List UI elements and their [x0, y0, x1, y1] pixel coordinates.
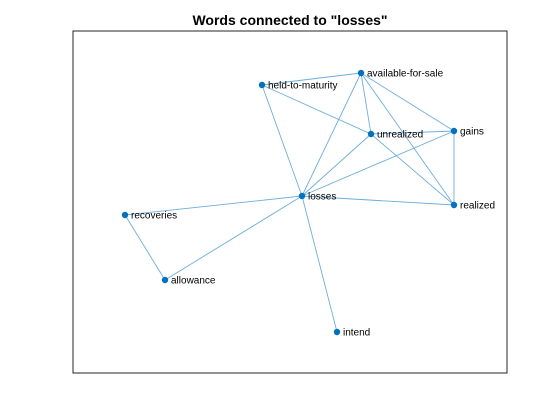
edge-losses-recoveries — [124, 195, 303, 216]
node-held-to-maturity — [258, 81, 266, 89]
edge-losses-gains — [301, 130, 455, 197]
edge-available-for-sale-gains — [360, 72, 455, 132]
edge-unrealized-realized — [370, 133, 455, 206]
nodes-layer — [121, 69, 458, 336]
node-losses — [298, 192, 306, 200]
node-label-intend: intend — [343, 328, 370, 339]
edge-losses-available-for-sale — [301, 72, 362, 197]
node-label-recoveries: recoveries — [131, 211, 177, 222]
edges-layer — [124, 72, 455, 333]
node-label-losses: losses — [308, 192, 336, 203]
edge-available-for-sale-unrealized — [360, 72, 372, 135]
edge-losses-realized — [301, 195, 455, 206]
labels-layer: losses held-to-maturity available-for-sale… — [131, 69, 495, 339]
edge-held-to-maturity-available-for-sale — [261, 72, 362, 86]
node-intend — [333, 328, 341, 336]
edge-losses-allowance — [164, 195, 303, 281]
edge-losses-intend — [301, 195, 338, 333]
node-label-held-to-maturity: held-to-maturity — [268, 81, 337, 92]
plot-area — [72, 30, 508, 374]
node-allowance — [161, 276, 169, 284]
node-label-available-for-sale: available-for-sale — [367, 69, 444, 80]
edge-available-for-sale-realized — [360, 72, 455, 206]
node-recoveries — [121, 211, 129, 219]
edge-losses-unrealized — [301, 133, 372, 197]
edge-unrealized-gains — [370, 130, 455, 135]
node-realized — [450, 201, 458, 209]
node-label-allowance: allowance — [171, 276, 216, 287]
node-unrealized — [367, 130, 375, 138]
node-gains — [450, 127, 458, 135]
node-available-for-sale — [357, 69, 365, 77]
node-label-unrealized: unrealized — [377, 130, 423, 141]
edge-recoveries-allowance — [124, 214, 166, 281]
node-label-gains: gains — [460, 127, 484, 138]
node-label-realized: realized — [460, 201, 495, 212]
graph-title: Words connected to "losses" — [192, 12, 387, 28]
edge-held-to-maturity-unrealized — [261, 84, 372, 135]
edge-losses-held-to-maturity — [261, 84, 303, 197]
